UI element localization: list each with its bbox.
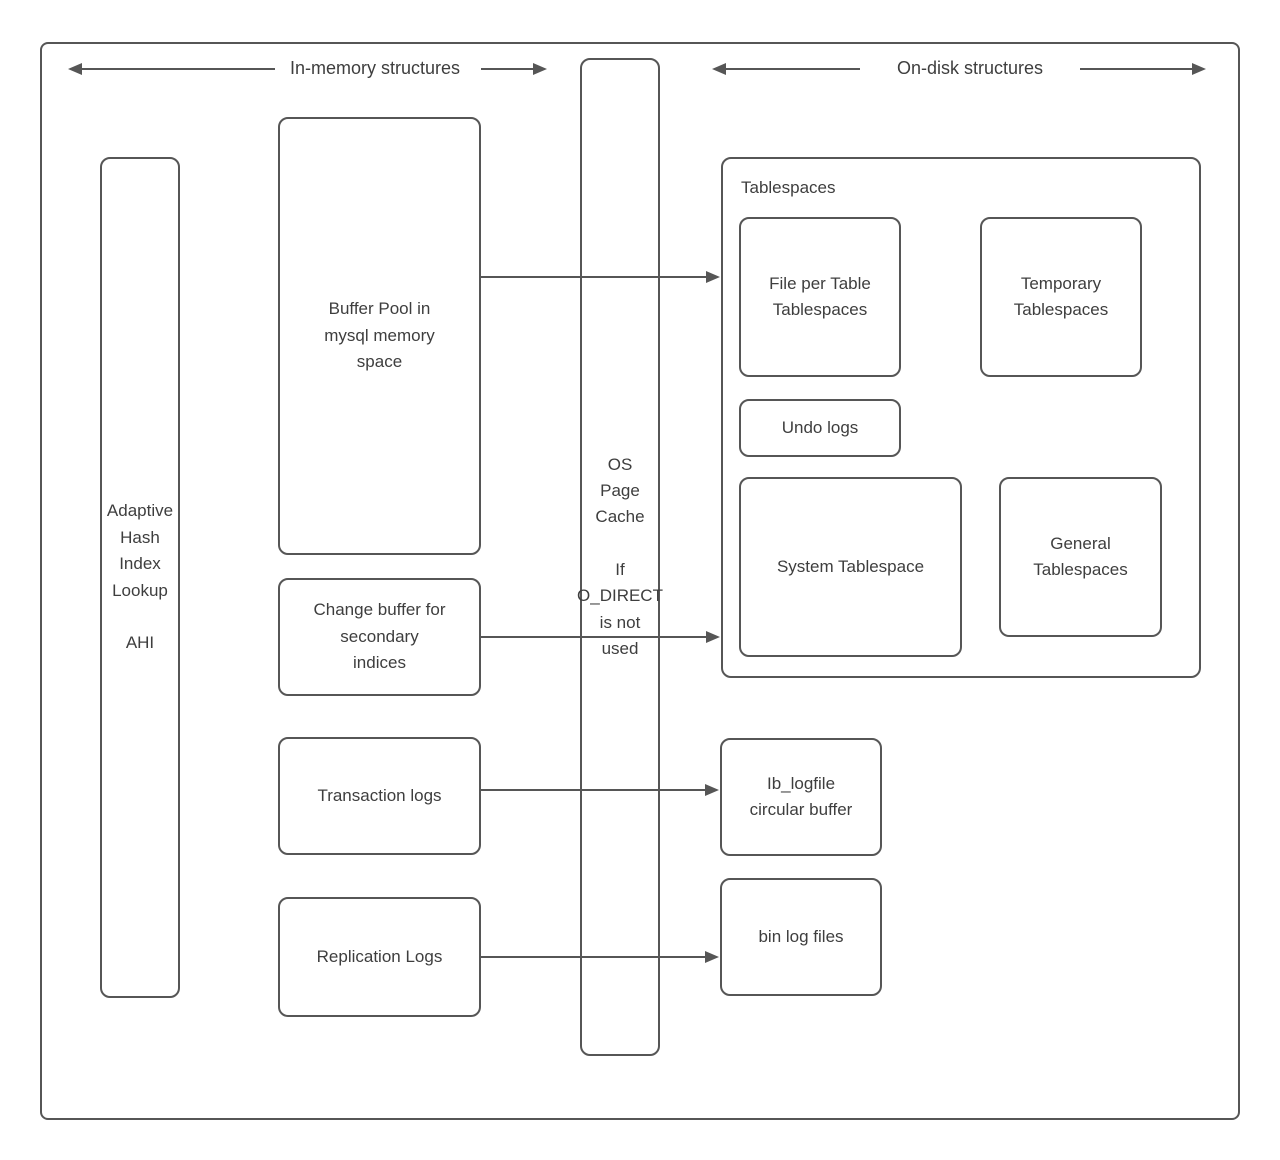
system-tablespace-label: System Tablespace [776,556,925,576]
arrow-transaction-logs-to-ib-logfile-line [481,789,705,791]
outer-border [40,42,1240,1120]
temporary-tablespaces-label: Temporary Tablespaces [1013,273,1109,319]
node-transaction-logs: Transaction logs [278,737,481,855]
in-memory-left-arrow-line [82,68,275,70]
arrow-buffer-pool-to-tablespaces-line [481,276,706,278]
arrow-change-buffer-to-tablespaces-line [481,636,706,638]
arrow-replication-logs-to-bin-log-head-icon [705,951,719,963]
os-page-cache-label: OS Page Cache If O_DIRECT is not used [577,454,663,659]
buffer-pool-label: Buffer Pool in mysql memory space [324,299,435,372]
arrow-transaction-logs-to-ib-logfile-head-icon [705,784,719,796]
node-buffer-pool: Buffer Pool in mysql memory space [278,117,481,555]
general-tablespaces-label: General Tablespaces [1033,533,1128,579]
arrow-replication-logs-to-bin-log-line [481,956,705,958]
replication-logs-label: Replication Logs [316,946,443,966]
node-file-per-table-tablespaces: File per Table Tablespaces [739,217,901,377]
undo-logs-label: Undo logs [781,417,859,437]
node-bin-log-files: bin log files [720,878,882,996]
arrow-buffer-pool-to-tablespaces-head-icon [706,271,720,283]
in-memory-right-arrow-line [481,68,533,70]
node-os-page-cache: OS Page Cache If O_DIRECT is not used [577,58,663,1056]
on-disk-left-arrowhead-icon [712,63,726,75]
in-memory-right-arrowhead-icon [533,63,547,75]
change-buffer-label: Change buffer for secondary indices [313,600,446,673]
tablespaces-title: Tablespaces [741,178,836,197]
in-memory-left-arrowhead-icon [68,63,82,75]
on-disk-right-arrowhead-icon [1192,63,1206,75]
file-per-table-label: File per Table Tablespaces [769,273,871,319]
ib-logfile-label: Ib_logfile circular buffer [749,773,853,819]
adaptive-hash-index-label: Adaptive Hash Index Lookup AHI [106,501,174,653]
arrow-change-buffer-to-tablespaces-head-icon [706,631,720,643]
node-change-buffer: Change buffer for secondary indices [278,578,481,696]
node-system-tablespace: System Tablespace [739,477,962,657]
node-undo-logs: Undo logs [739,399,901,457]
node-temporary-tablespaces: Temporary Tablespaces [980,217,1142,377]
transaction-logs-label: Transaction logs [317,785,442,805]
node-general-tablespaces: General Tablespaces [999,477,1162,637]
node-adaptive-hash-index: Adaptive Hash Index Lookup AHI [100,157,180,998]
on-disk-right-arrow-line [1080,68,1192,70]
header-on-disk-label: On-disk structures [896,58,1044,78]
node-ib-logfile: Ib_logfile circular buffer [720,738,882,856]
node-replication-logs: Replication Logs [278,897,481,1017]
on-disk-left-arrow-line [726,68,860,70]
bin-log-files-label: bin log files [758,926,844,946]
header-in-memory-label: In-memory structures [289,58,461,78]
